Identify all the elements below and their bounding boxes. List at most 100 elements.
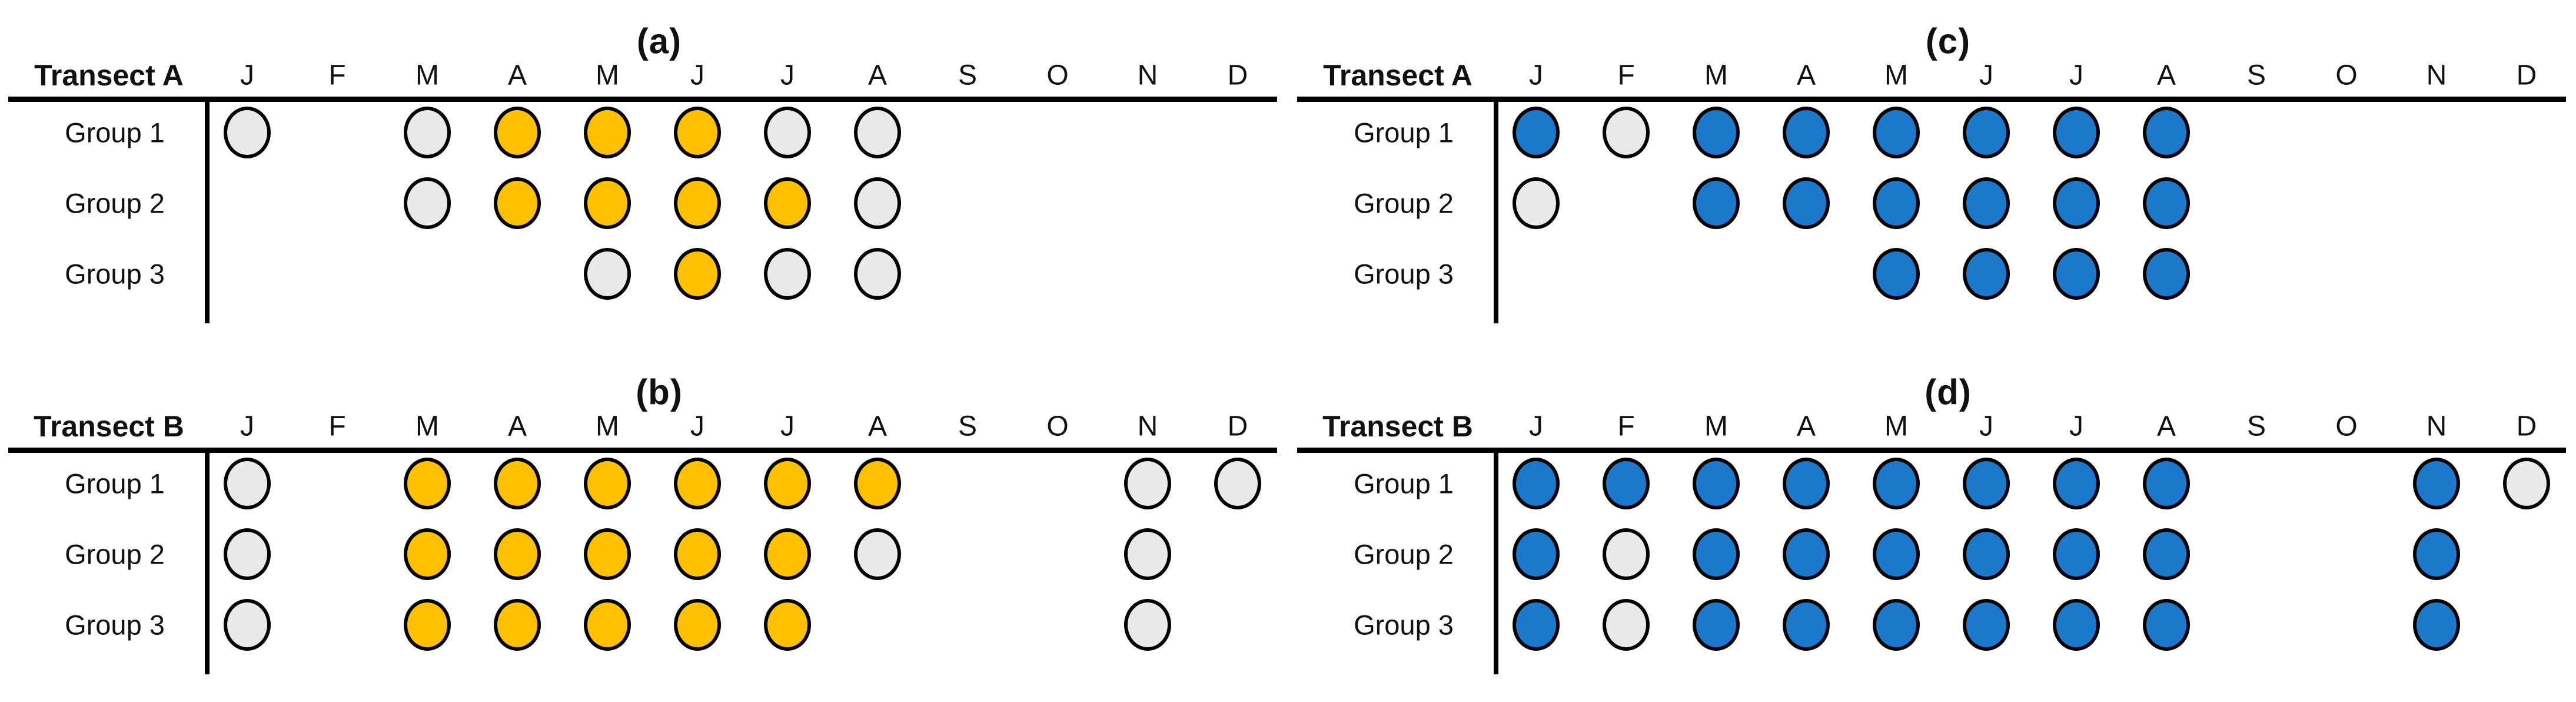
presence-dot-open bbox=[224, 458, 271, 509]
group-label: Group 2 bbox=[65, 538, 165, 570]
presence-dot-filled bbox=[1693, 177, 1740, 229]
presence-dot-filled bbox=[1873, 599, 1920, 651]
presence-dot-filled bbox=[764, 528, 811, 580]
presence-dot-filled bbox=[1963, 177, 2010, 229]
presence-dot-open bbox=[854, 528, 901, 580]
month-label: O bbox=[1046, 59, 1069, 91]
presence-dot-filled bbox=[494, 458, 541, 509]
month-label: J bbox=[1529, 59, 1543, 91]
group-label: Group 2 bbox=[1354, 187, 1454, 219]
month-label: A bbox=[2156, 59, 2176, 91]
axis-rule bbox=[205, 97, 210, 323]
group-label: Group 3 bbox=[1354, 609, 1454, 641]
month-label: N bbox=[2426, 59, 2447, 91]
group-label: Group 2 bbox=[1354, 538, 1454, 570]
presence-dot-filled bbox=[584, 599, 631, 651]
presence-dot-filled bbox=[1963, 528, 2010, 580]
header-rule bbox=[1297, 448, 2566, 453]
month-label: M bbox=[1704, 410, 1728, 442]
presence-dot-open bbox=[1603, 528, 1650, 580]
group-label: Group 3 bbox=[1354, 258, 1454, 290]
presence-dot-filled bbox=[2053, 528, 2100, 580]
month-label: J bbox=[780, 59, 795, 91]
month-label: J bbox=[2069, 59, 2083, 91]
presence-dot-open bbox=[764, 248, 811, 300]
month-label: M bbox=[1884, 59, 1908, 91]
presence-dot-filled bbox=[584, 107, 631, 158]
presence-dot-filled bbox=[1873, 528, 1920, 580]
month-label: A bbox=[867, 59, 888, 91]
month-label: N bbox=[1137, 410, 1158, 442]
presence-dot-filled bbox=[404, 458, 451, 509]
presence-dot-filled bbox=[404, 528, 451, 580]
presence-dot-open bbox=[1603, 599, 1650, 651]
group-label: Group 1 bbox=[1354, 117, 1454, 148]
presence-dot-filled bbox=[1963, 107, 2010, 158]
group-label: Group 3 bbox=[65, 258, 165, 290]
presence-dot-open bbox=[854, 107, 901, 158]
presence-dot-filled bbox=[494, 107, 541, 158]
month-label: D bbox=[1227, 59, 1248, 91]
presence-dot-filled bbox=[584, 458, 631, 509]
month-label: J bbox=[690, 410, 704, 442]
presence-dot-filled bbox=[1513, 458, 1560, 509]
month-label: J bbox=[1979, 59, 1993, 91]
presence-dot-filled bbox=[2143, 599, 2190, 651]
month-label: A bbox=[2156, 410, 2176, 442]
transect-label: Transect A bbox=[34, 59, 184, 92]
month-label: J bbox=[2069, 410, 2083, 442]
header-rule bbox=[8, 448, 1277, 453]
presence-dot-filled bbox=[494, 528, 541, 580]
presence-dot-filled bbox=[764, 458, 811, 509]
presence-dot-filled bbox=[1513, 107, 1560, 158]
presence-dot-filled bbox=[854, 458, 901, 509]
month-label: J bbox=[1529, 410, 1543, 442]
presence-dot-open bbox=[854, 248, 901, 300]
presence-dot-open bbox=[1124, 528, 1171, 580]
month-label: F bbox=[328, 410, 346, 442]
presence-dot-open bbox=[1124, 599, 1171, 651]
presence-dot-filled bbox=[494, 599, 541, 651]
presence-dot-filled bbox=[1963, 599, 2010, 651]
month-label: S bbox=[2246, 59, 2266, 91]
presence-dot-filled bbox=[674, 458, 721, 509]
presence-dot-open bbox=[854, 177, 901, 229]
month-label: J bbox=[780, 410, 795, 442]
presence-dot-open bbox=[404, 177, 451, 229]
month-label: J bbox=[240, 59, 254, 91]
group-label: Group 1 bbox=[65, 117, 165, 148]
month-label: M bbox=[416, 59, 439, 91]
month-label: M bbox=[1704, 59, 1728, 91]
presence-dot-filled bbox=[2053, 177, 2100, 229]
presence-dot-filled bbox=[1693, 528, 1740, 580]
presence-dot-filled bbox=[584, 528, 631, 580]
presence-dot-filled bbox=[674, 599, 721, 651]
month-label: J bbox=[1979, 410, 1993, 442]
month-label: A bbox=[1796, 59, 1816, 91]
presence-dot-open bbox=[224, 107, 271, 158]
presence-dot-filled bbox=[674, 177, 721, 229]
presence-dot-filled bbox=[2143, 458, 2190, 509]
presence-dot-filled bbox=[2143, 248, 2190, 300]
presence-dot-filled bbox=[1783, 177, 1830, 229]
month-label: M bbox=[1884, 410, 1908, 442]
panel-title: (b) bbox=[636, 372, 683, 412]
presence-dot-open bbox=[1124, 458, 1171, 509]
group-label: Group 1 bbox=[65, 468, 165, 499]
presence-dot-filled bbox=[404, 599, 451, 651]
presence-dot-filled bbox=[674, 248, 721, 300]
month-label: D bbox=[2516, 410, 2537, 442]
month-label: N bbox=[2426, 410, 2447, 442]
transect-label: Transect B bbox=[1322, 410, 1473, 443]
month-label: D bbox=[2516, 59, 2537, 91]
month-label: O bbox=[2335, 59, 2358, 91]
axis-rule bbox=[1494, 448, 1498, 674]
group-label: Group 2 bbox=[65, 187, 165, 219]
month-label: A bbox=[507, 59, 527, 91]
month-label: S bbox=[2246, 410, 2266, 442]
month-label: A bbox=[1796, 410, 1816, 442]
